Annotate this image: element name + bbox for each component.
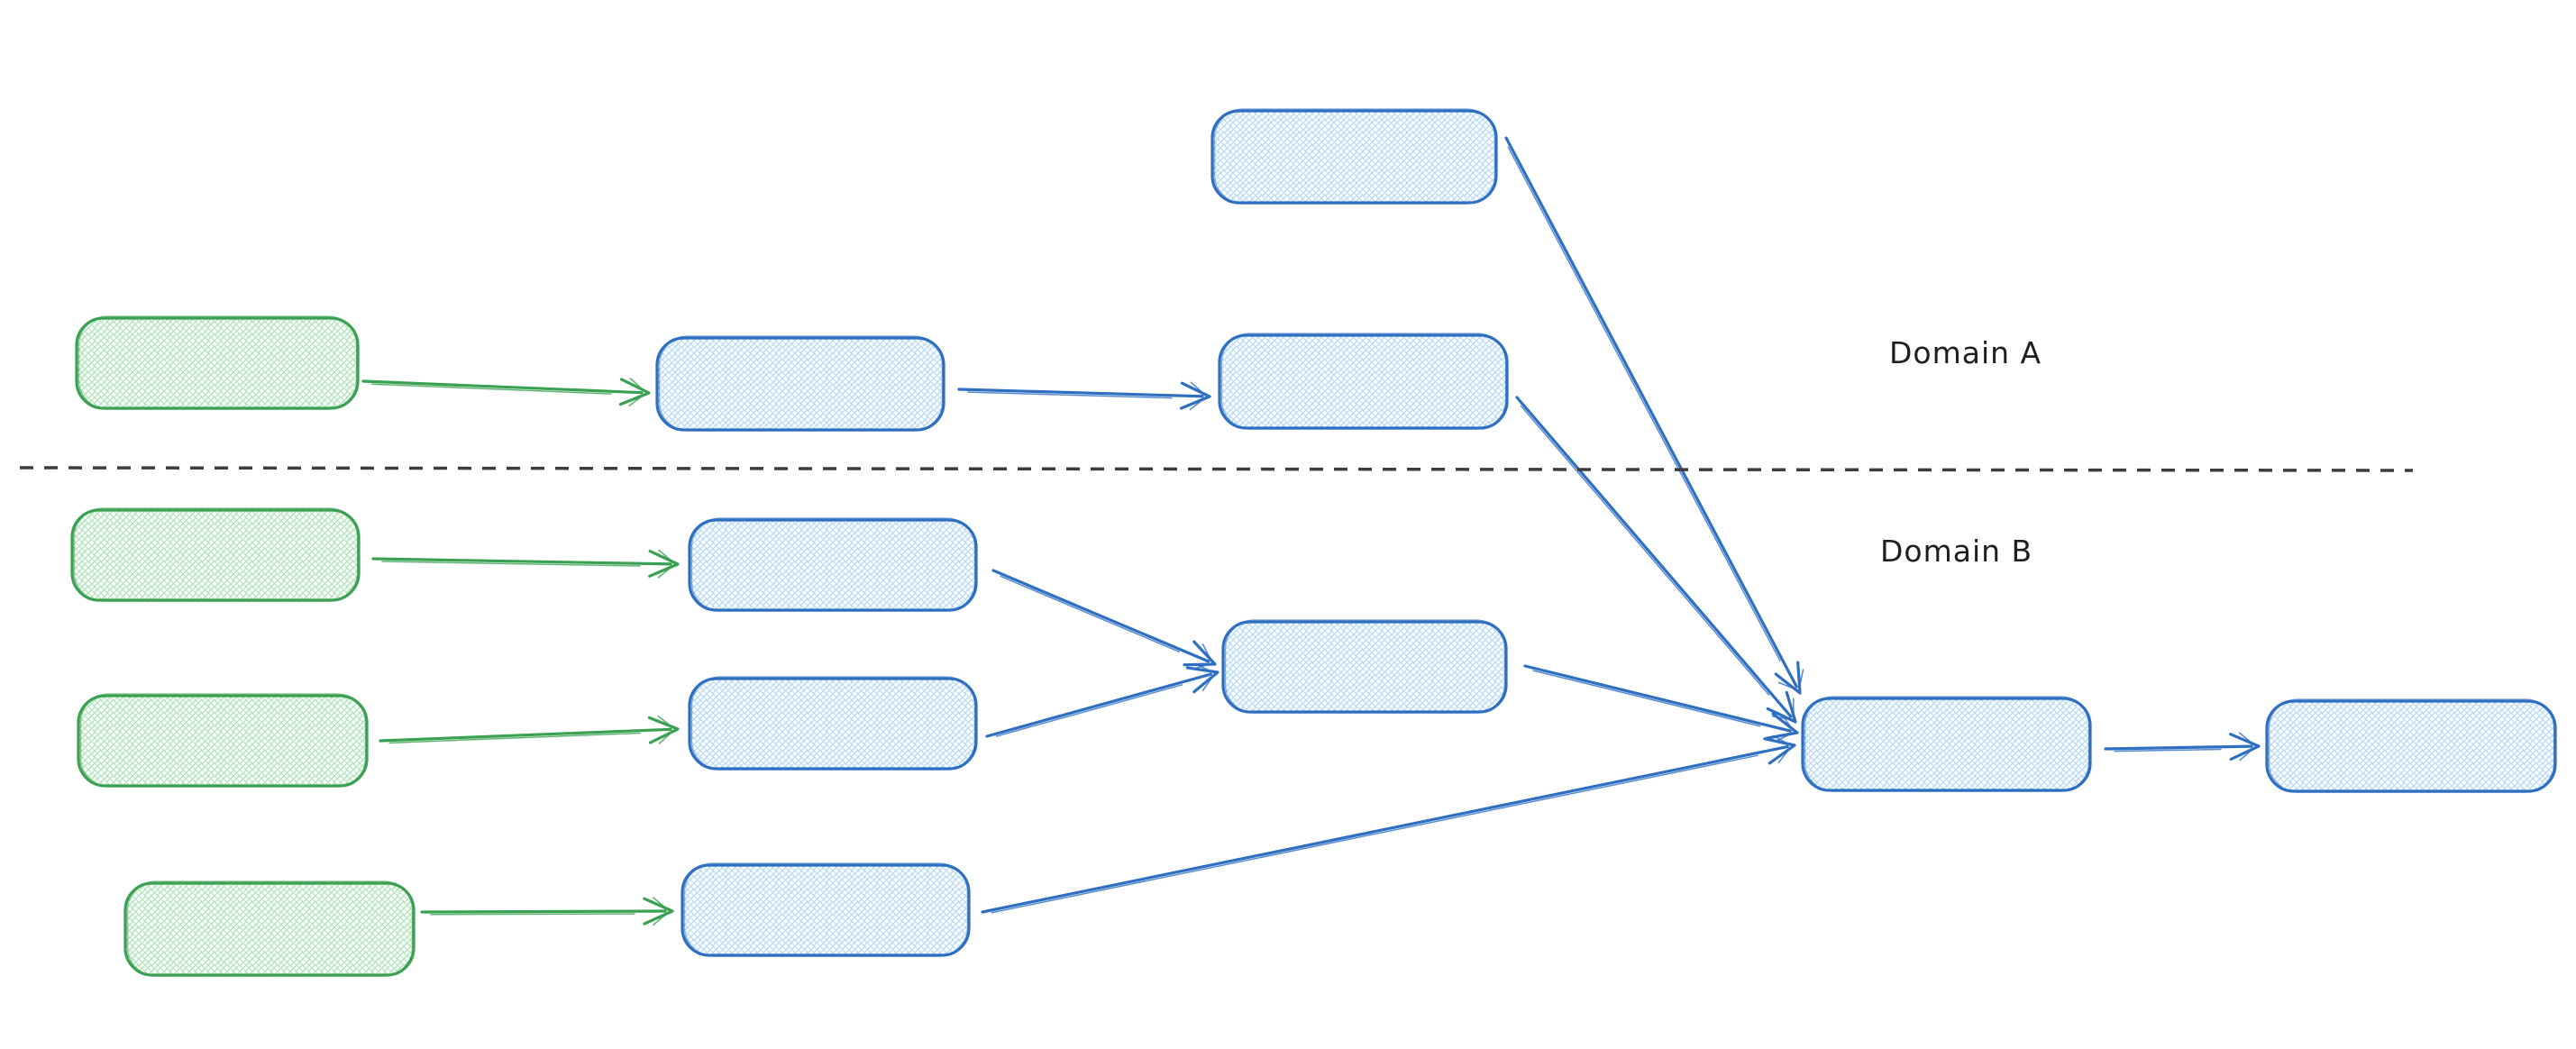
edge-arrowhead-sketch (628, 378, 647, 406)
edge-arrowhead-sketch (657, 715, 676, 744)
edge-shaft (985, 672, 1212, 738)
edge-sketch-stroke (995, 684, 1183, 737)
edge-arrowhead (1180, 381, 1211, 410)
node-sketch-outline (2268, 698, 2555, 793)
edge-shaft (957, 388, 1204, 398)
node-stage-a-top (1210, 109, 1498, 205)
edge-shaft (1523, 664, 1792, 733)
node-source-a1 (75, 316, 360, 410)
domain-b-label: Domain B (1880, 534, 2033, 569)
edge-arrowhead (2229, 733, 2261, 761)
node-sketch-outline (690, 676, 976, 771)
node-stage-a1 (655, 336, 945, 432)
edge-shaft (2104, 744, 2253, 751)
edge-shaft (379, 727, 672, 743)
node-sketch-outline (79, 693, 367, 788)
node-output (2265, 699, 2557, 793)
edge-sketch-stroke (430, 913, 635, 916)
node-sketch-outline (73, 507, 359, 602)
domain-a-label: Domain A (1889, 335, 2042, 370)
domain-divider-line (19, 466, 2414, 472)
nodes-layer (70, 108, 2557, 977)
edge-arrowhead (648, 550, 680, 578)
node-stage-a2 (1218, 333, 1509, 430)
edge-arrowhead (1766, 690, 1797, 724)
edge-arrowhead-sketch (1775, 714, 1795, 743)
edge-stage-b1-to-stage-b-merge (991, 569, 1217, 670)
edge-arrowhead-sketch (1777, 669, 1804, 692)
edge-sketch-stroke (1520, 405, 1770, 696)
edge-arrowhead (1183, 640, 1217, 667)
node-stage-b2 (688, 677, 978, 771)
edge-arrowhead (647, 716, 680, 744)
edge-sketch-stroke (991, 754, 1759, 914)
edge-sketch-stroke (1532, 670, 1761, 727)
edge-shaft (371, 557, 672, 566)
node-sketch-outline (1224, 619, 1506, 714)
node-stage-b-merge (1221, 620, 1508, 714)
edge-source-b2-to-stage-b2 (379, 715, 680, 744)
edge-stage-b3-to-sink (981, 734, 1796, 914)
node-sketch-outline (1213, 108, 1496, 205)
edge-arrowhead (1763, 737, 1796, 765)
edge-arrowhead-sketch (2238, 732, 2257, 762)
node-sketch-outline (683, 862, 969, 957)
edge-sketch-stroke (967, 391, 1173, 399)
node-sketch-outline (1220, 333, 1507, 430)
edge-arrowhead-sketch (1772, 734, 1793, 763)
edge-arrowhead-sketch (1191, 643, 1213, 670)
node-stage-b3 (681, 863, 971, 957)
edge-shaft (1515, 396, 1793, 718)
edge-sketch-stroke (388, 732, 641, 744)
edge-sketch-stroke (371, 383, 612, 395)
edge-source-b3-to-stage-b3 (420, 897, 674, 926)
edge-arrowhead (1774, 661, 1802, 695)
edge-stage-b2-to-stage-b-merge (985, 663, 1219, 738)
edge-stage-a1-to-stage-a2 (957, 381, 1211, 411)
edge-arrowhead (643, 897, 674, 926)
edge-sink-to-output (2104, 732, 2261, 762)
node-sketch-outline (658, 335, 944, 432)
node-source-b1 (70, 508, 361, 602)
edge-stage-a-top-to-sink (1504, 136, 1804, 695)
edge-source-b1-to-stage-b1 (371, 549, 680, 579)
edge-shaft (981, 745, 1789, 914)
edge-stage-b-merge-to-sink (1523, 664, 1799, 743)
edge-shaft (361, 379, 644, 395)
node-sketch-outline (126, 880, 414, 977)
edge-shaft (1504, 136, 1798, 689)
edge-shaft (420, 909, 667, 914)
edge-arrowhead (618, 378, 651, 406)
edge-arrowhead (1765, 712, 1799, 740)
node-sink (1801, 697, 2092, 792)
edge-source-a1-to-stage-a1 (361, 378, 651, 406)
edge-arrowhead-sketch (653, 897, 671, 926)
node-source-b2 (77, 694, 369, 788)
edges-layer (361, 136, 2261, 926)
edge-sketch-stroke (381, 561, 641, 567)
edge-sketch-stroke (2114, 748, 2222, 753)
edge-sketch-stroke (1000, 575, 1180, 652)
edge-shaft (991, 569, 1210, 663)
node-stage-b1 (688, 518, 978, 612)
edge-arrowhead-sketch (1194, 663, 1216, 691)
node-sketch-outline (1804, 696, 2090, 792)
edge-arrowhead-sketch (1189, 381, 1208, 411)
node-sketch-outline (78, 315, 358, 410)
node-sketch-outline (690, 517, 976, 612)
edge-arrowhead-sketch (657, 549, 676, 579)
node-source-b3 (123, 881, 416, 977)
edge-arrowhead (1185, 666, 1219, 694)
edge-stage-a2-to-sink (1515, 396, 1797, 724)
edge-sketch-stroke (1507, 146, 1781, 661)
